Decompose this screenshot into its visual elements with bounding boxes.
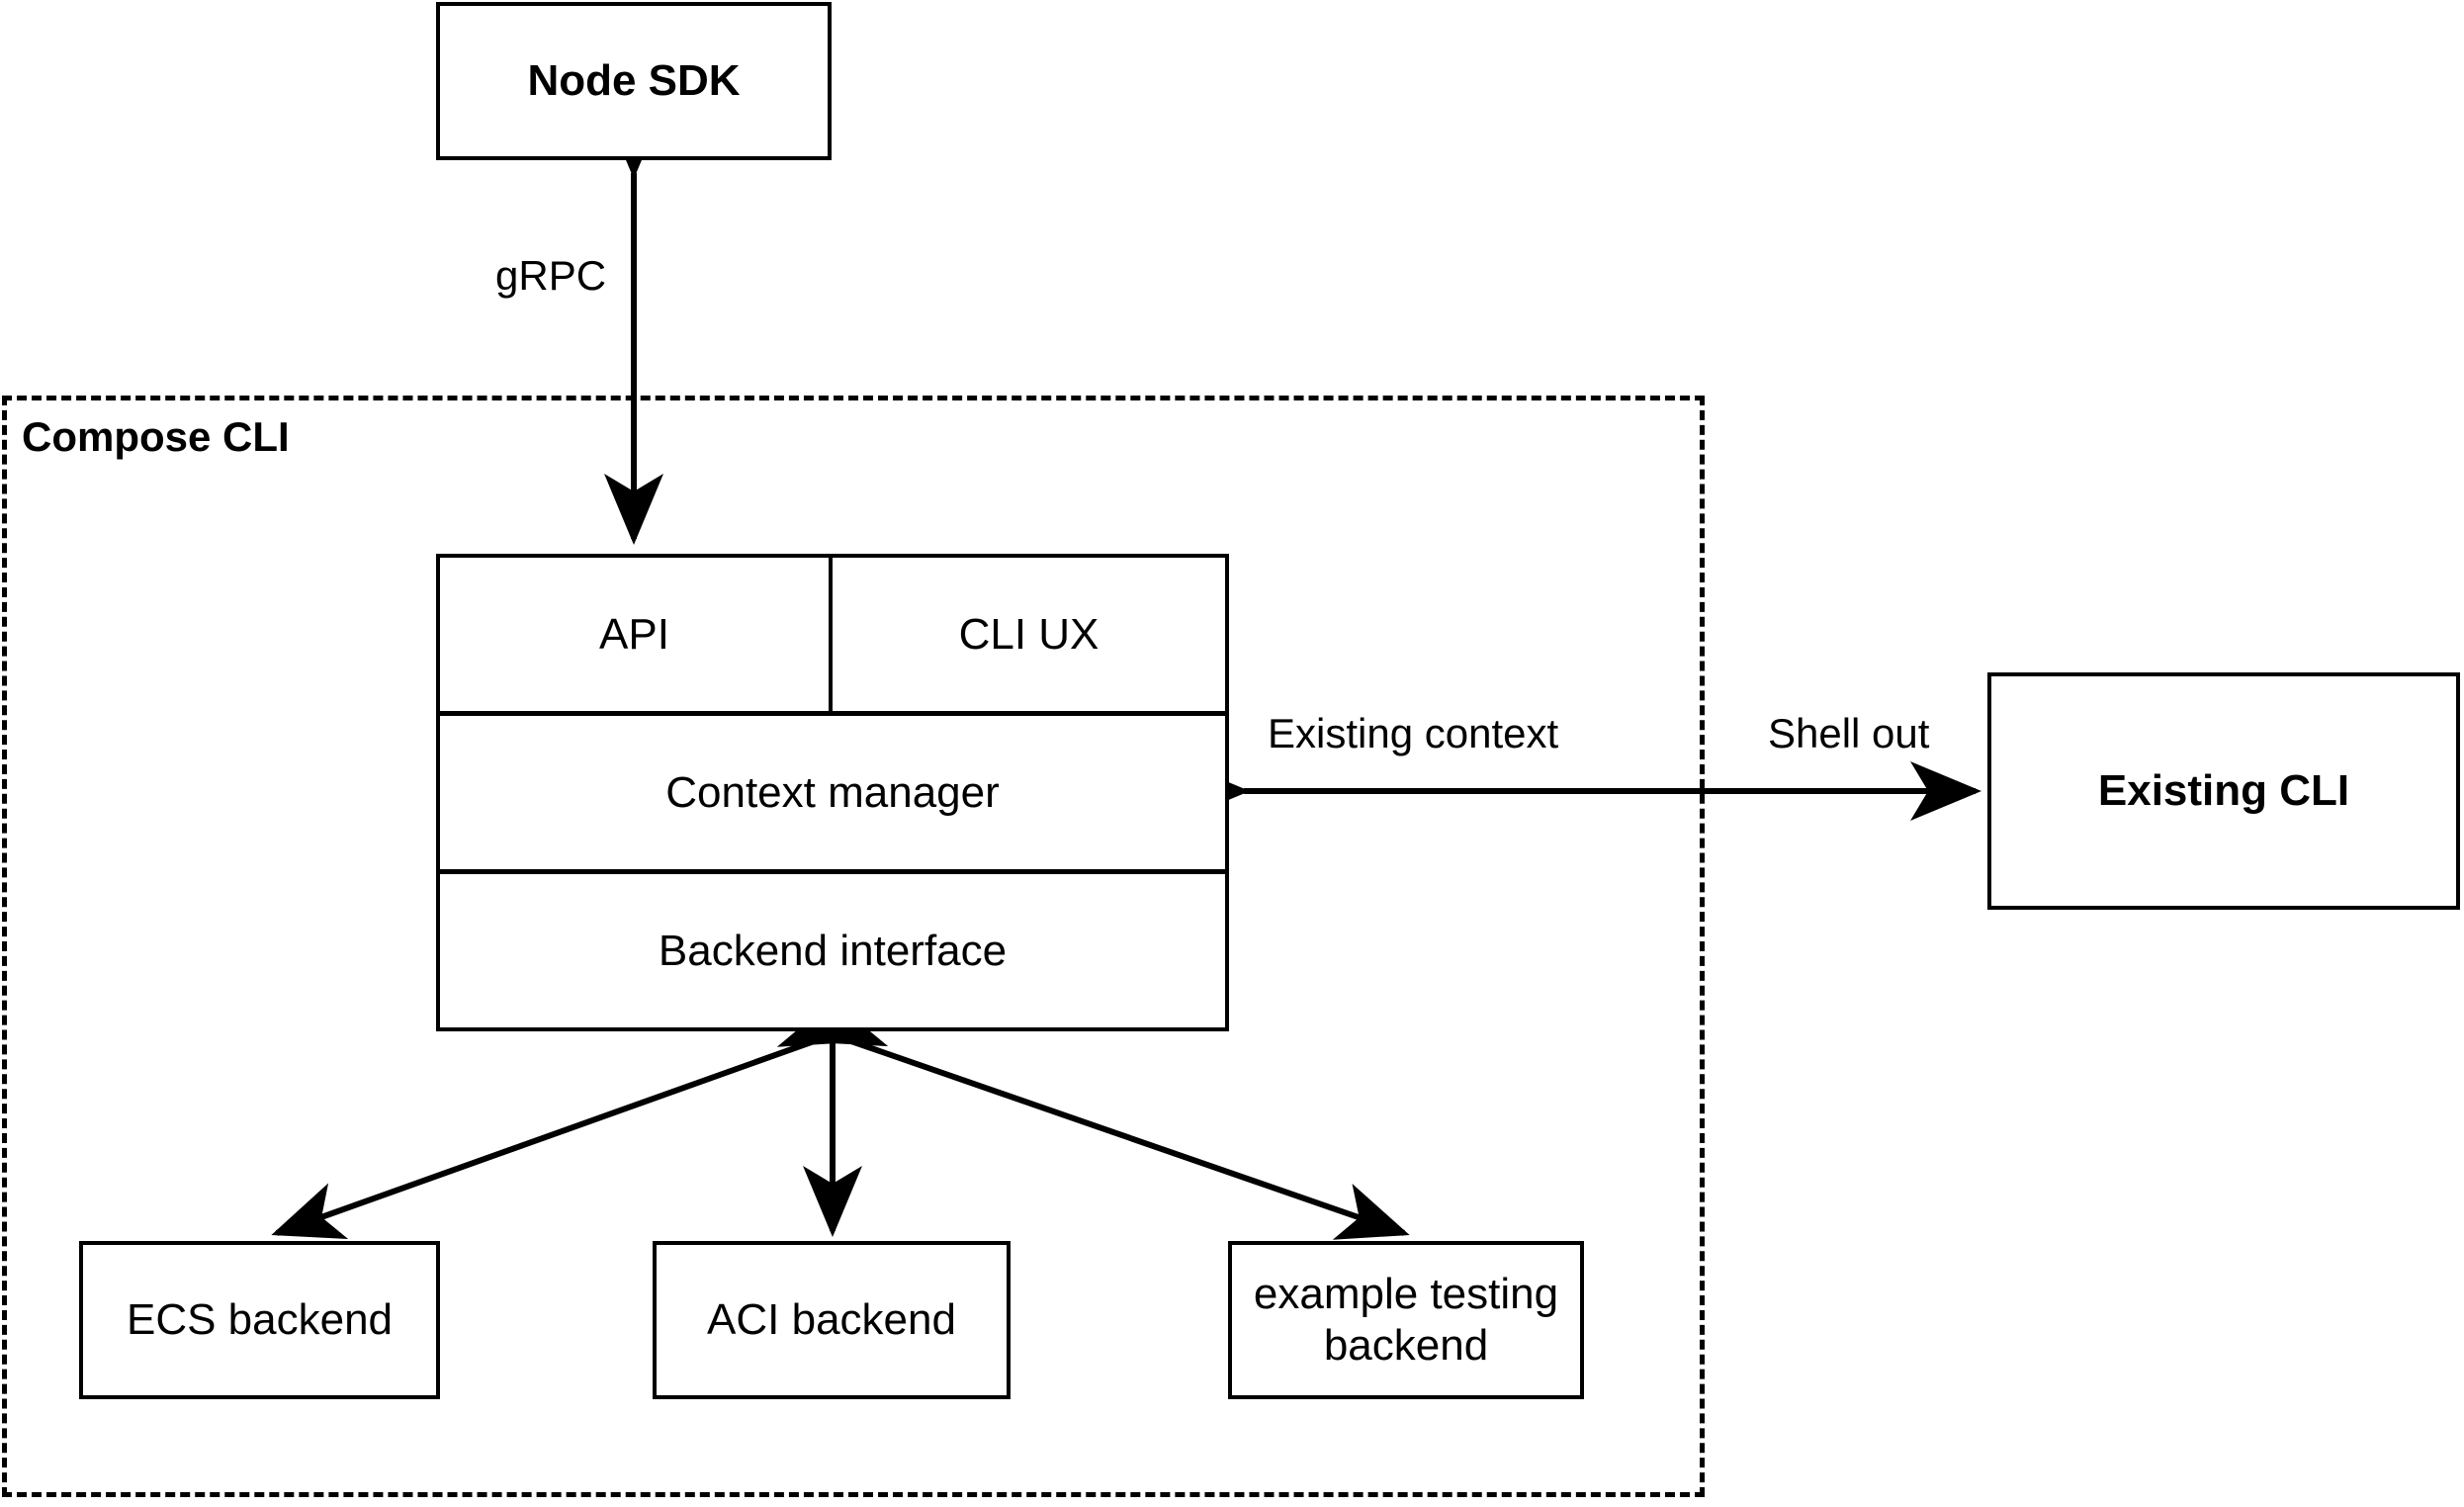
compose-cli-stack: API CLI UX Context manager Backend inter… (436, 554, 1229, 1031)
stack-cell-cli-ux-label: CLI UX (958, 609, 1100, 659)
stack-cell-cli-ux[interactable]: CLI UX (833, 558, 1225, 711)
compose-cli-group-label: Compose CLI (22, 413, 290, 460)
stack-row-api-cliux: API CLI UX (436, 554, 1229, 715)
stack-row-backend-interface-label: Backend interface (658, 926, 1008, 975)
node-existing-cli[interactable]: Existing CLI (1987, 672, 2460, 910)
edge-label-existing-context: Existing context (1262, 710, 1565, 757)
stack-row-backend-interface[interactable]: Backend interface (436, 870, 1229, 1031)
stack-cell-api[interactable]: API (440, 558, 833, 711)
node-node-sdk[interactable]: Node SDK (436, 2, 832, 160)
compose-cli-group (2, 396, 1705, 1497)
node-ecs-backend[interactable]: ECS backend (79, 1241, 440, 1399)
node-aci-backend[interactable]: ACI backend (653, 1241, 1011, 1399)
edge-label-grpc: gRPC (489, 252, 613, 300)
edge-label-shell-out: Shell out (1762, 710, 1936, 757)
stack-row-context-manager-label: Context manager (665, 767, 1000, 817)
node-example-testing-backend[interactable]: example testing backend (1228, 1241, 1584, 1399)
stack-row-context-manager[interactable]: Context manager (436, 712, 1229, 873)
stack-cell-api-label: API (599, 609, 669, 659)
